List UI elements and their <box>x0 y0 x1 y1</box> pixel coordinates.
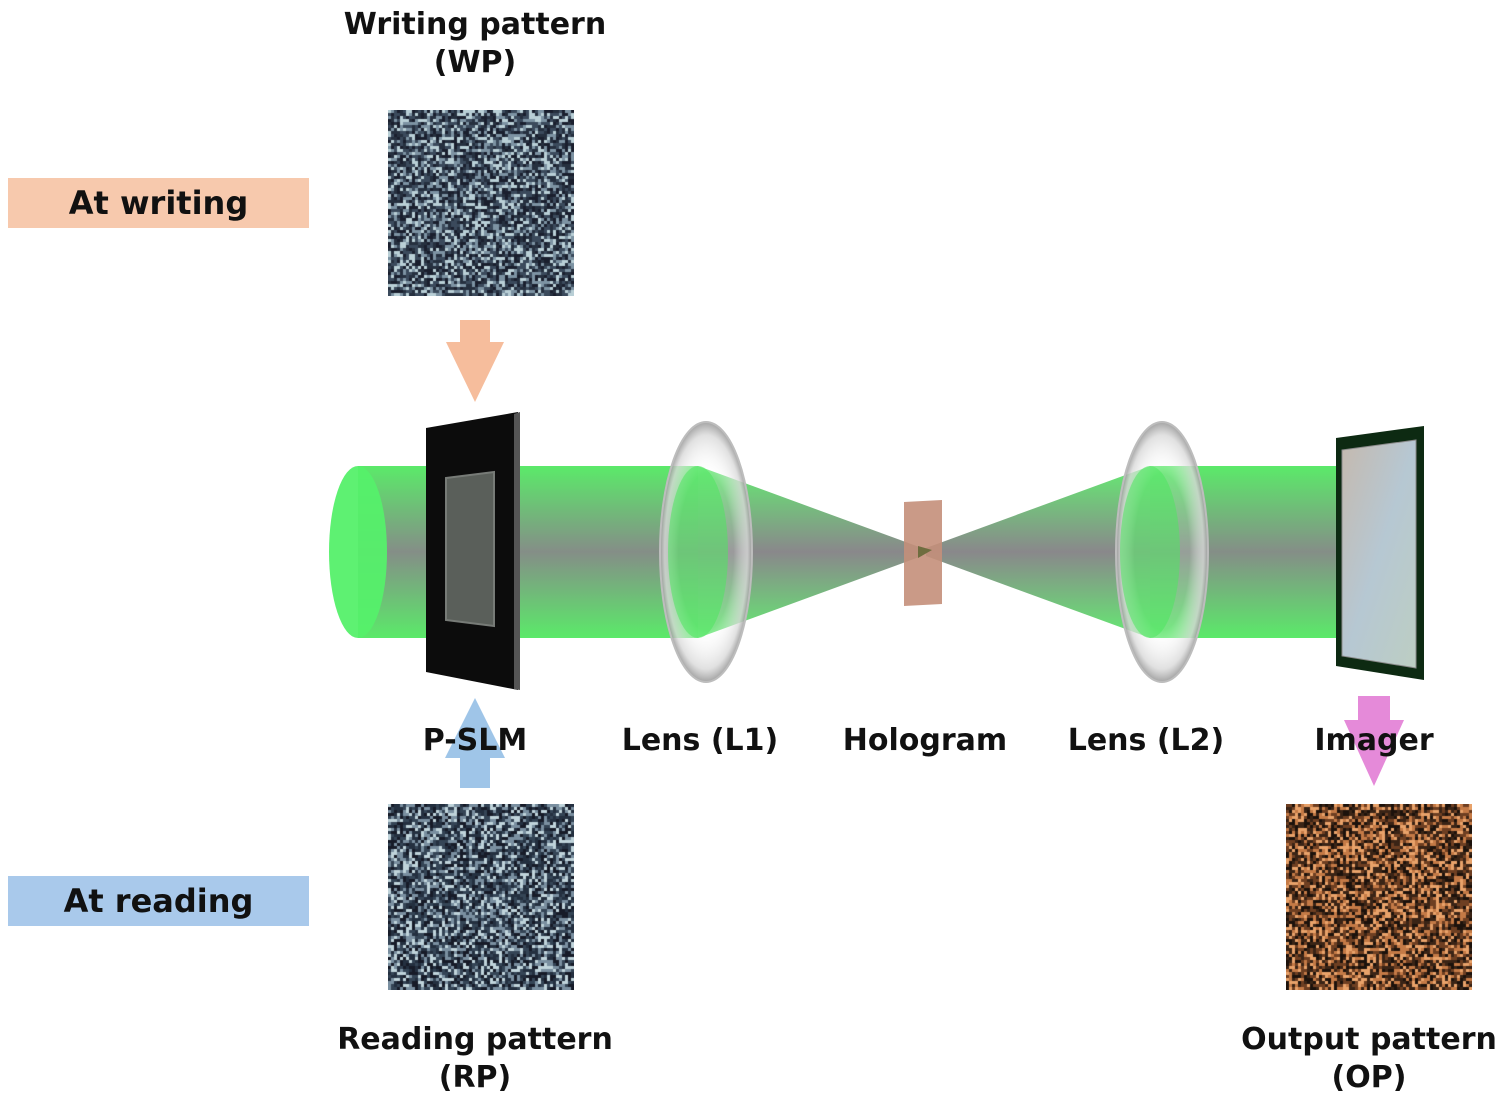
hologram-label: Hologram <box>842 723 1008 758</box>
lens-l1 <box>659 421 753 683</box>
focusing-cone <box>698 466 922 638</box>
pslm-label: P-SLM <box>422 723 528 758</box>
output-pattern-image <box>1286 804 1472 990</box>
imager-label: Imager <box>1314 723 1434 758</box>
output-pattern-abbr: (OP) <box>1331 1060 1407 1095</box>
hologram-plate <box>904 500 942 606</box>
reading-pattern-title: Reading pattern <box>337 1022 613 1057</box>
writing-pattern-title: Writing pattern <box>343 7 607 42</box>
writing-arrow <box>446 320 504 402</box>
output-pattern-title: Output pattern <box>1241 1022 1497 1057</box>
diverging-cone <box>926 466 1150 638</box>
reading-pattern-image <box>388 804 574 990</box>
writing-pattern-abbr: (WP) <box>433 45 517 80</box>
imager-device <box>1336 426 1424 680</box>
lens-l1-label: Lens (L1) <box>621 723 779 758</box>
reading-pattern-abbr: (RP) <box>438 1060 512 1095</box>
pslm-device <box>426 412 520 690</box>
at-reading-tag: At reading <box>8 876 309 926</box>
input-beam <box>329 466 698 638</box>
writing-pattern-image <box>388 110 574 296</box>
output-arrow <box>1344 696 1404 786</box>
at-writing-tag: At writing <box>8 178 309 228</box>
lens-l2 <box>1115 421 1209 683</box>
lens-l2-label: Lens (L2) <box>1067 723 1225 758</box>
reading-arrow <box>445 698 505 788</box>
